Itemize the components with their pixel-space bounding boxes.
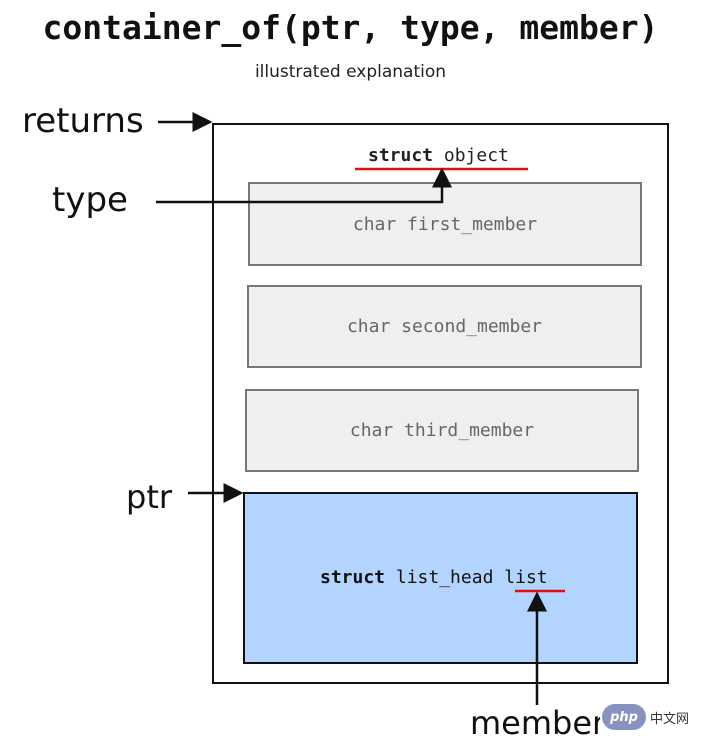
ptr-label: ptr [126, 478, 173, 516]
second-member-box: char second_member [247, 285, 642, 368]
watermark-badge: php [602, 704, 646, 730]
struct-object-box [212, 123, 669, 684]
first-member-text: char first_member [352, 213, 538, 235]
type-label: type [52, 180, 128, 220]
struct-object-heading: struct object [368, 145, 509, 166]
third-member-text: char third_member [349, 420, 535, 441]
third-member-box: char third_member [245, 389, 639, 472]
struct-name: object [443, 145, 509, 166]
list-type-name: list_head [395, 567, 494, 588]
watermark-site: 中文网 [650, 711, 690, 727]
watermark-logo: php 中文网 [600, 700, 700, 734]
returns-label: returns [22, 101, 144, 141]
list-head-member-box [243, 492, 638, 664]
member-label: member [470, 704, 606, 742]
struct-keyword: struct [368, 145, 434, 166]
diagram-title: container_of(ptr, type, member) [42, 8, 659, 47]
list-field-name: list [504, 567, 548, 588]
second-member-text: char second_member [346, 316, 543, 337]
diagram-subtitle: illustrated explanation [254, 62, 447, 82]
list-head-member-text: struct list_head list [320, 567, 548, 588]
list-struct-keyword: struct [320, 567, 386, 588]
type-arrow [156, 167, 452, 204]
